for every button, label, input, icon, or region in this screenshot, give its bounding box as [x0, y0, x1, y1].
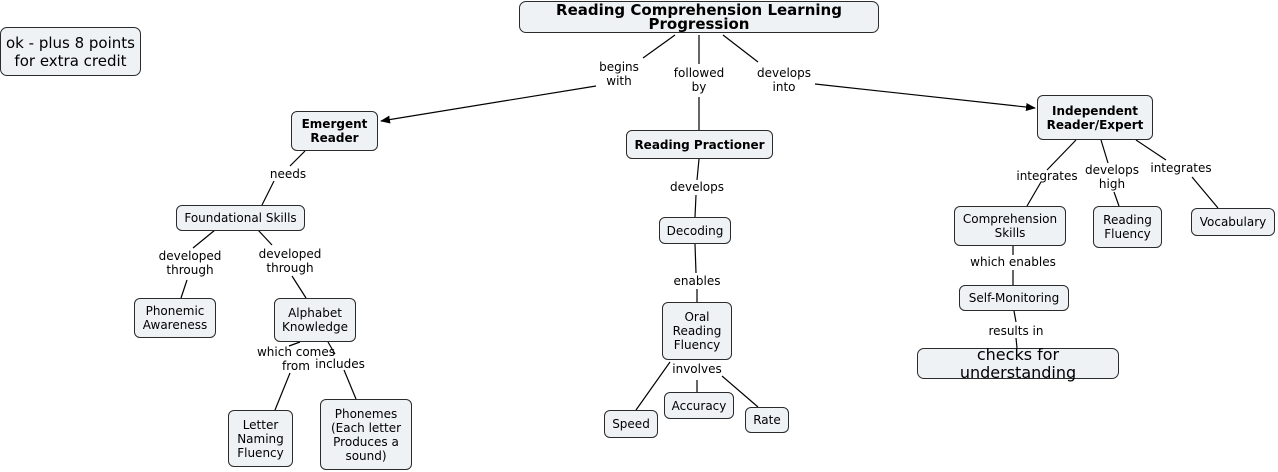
link-develops-high: develops high — [1084, 163, 1140, 191]
node-comprehension-skills[interactable]: Comprehension Skills — [954, 206, 1066, 246]
link-develops: develops — [669, 180, 725, 194]
edge-emergent-needs — [289, 150, 306, 167]
edge-title-develops — [722, 34, 759, 63]
node-reading-practioner[interactable]: Reading Practioner — [626, 130, 773, 159]
edge-practioner-develops — [696, 158, 700, 181]
edge-develops-decoding — [694, 194, 697, 218]
edge-integrates1-comp — [1026, 181, 1042, 207]
link-enables: enables — [673, 274, 721, 288]
edge-independent-integrates2 — [1135, 139, 1167, 161]
link-which-enables: which enables — [970, 255, 1056, 269]
edge-alphabet-includes — [327, 341, 336, 355]
edge-alphabet-comes — [288, 341, 301, 347]
edge-begins-emergent — [380, 85, 597, 124]
node-title[interactable]: Reading Comprehension Learning Progressi… — [519, 1, 879, 33]
link-involves: involves — [672, 362, 722, 376]
node-phonemic-awareness[interactable]: Phonemic Awareness — [134, 298, 216, 338]
node-emergent-reader[interactable]: Emergent Reader — [291, 111, 378, 151]
node-alphabet-knowledge[interactable]: Alphabet Knowledge — [274, 298, 356, 342]
node-vocabulary[interactable]: Vocabulary — [1191, 208, 1275, 236]
grade-note: ok - plus 8 points for extra credit — [0, 27, 141, 76]
edge-decoding-enables — [694, 243, 697, 274]
edge-includes-phonemes — [343, 369, 357, 400]
node-letter-naming-fluency[interactable]: Letter Naming Fluency — [228, 410, 293, 467]
link-develops-into: develops into — [756, 66, 812, 94]
node-foundational-skills[interactable]: Foundational Skills — [176, 205, 305, 231]
link-includes: includes — [315, 357, 365, 371]
edge-dev2-alphabet — [291, 275, 307, 299]
edge-results-checks — [1015, 337, 1018, 349]
edge-independent-integrates1 — [1046, 139, 1077, 171]
node-rate[interactable]: Rate — [745, 407, 789, 433]
edge-develops-high-reading — [1113, 191, 1120, 207]
link-integrates-2: integrates — [1150, 161, 1212, 175]
node-accuracy[interactable]: Accuracy — [664, 392, 734, 419]
link-developed-through-1: developed through — [158, 249, 222, 277]
node-decoding[interactable]: Decoding — [659, 217, 731, 244]
node-reading-fluency[interactable]: Reading Fluency — [1093, 206, 1162, 248]
edge-comes-letter — [274, 372, 291, 411]
edge-integrates2-vocab — [1191, 176, 1219, 209]
edge-dev1-phonemic — [180, 279, 188, 299]
edge-oral-rate — [721, 375, 759, 408]
edge-oral-speed — [635, 361, 671, 411]
link-begins-with: begins with — [599, 60, 639, 88]
node-speed[interactable]: Speed — [604, 410, 658, 438]
link-which-comes-from: which comes from — [256, 345, 336, 373]
edge-self-results — [1013, 310, 1017, 323]
node-self-monitoring[interactable]: Self-Monitoring — [959, 285, 1069, 311]
edge-foundational-dev2 — [257, 229, 273, 246]
node-checks-for-understanding[interactable]: checks for understanding — [917, 345, 1119, 381]
edge-independent-develops-high — [1100, 139, 1109, 164]
node-independent-reader[interactable]: Independent Reader/Expert — [1037, 95, 1153, 140]
edge-foundational-dev1 — [192, 229, 216, 249]
node-phonemes[interactable]: Phonemes (Each letter Produces a sound) — [320, 399, 412, 470]
link-results-in: results in — [988, 324, 1044, 338]
edge-title-begins — [642, 34, 676, 59]
link-developed-through-2: developed through — [258, 247, 322, 275]
link-integrates-1: integrates — [1016, 169, 1078, 183]
link-needs: needs — [269, 167, 307, 181]
edge-develops-independent — [814, 83, 1036, 112]
node-oral-reading-fluency[interactable]: Oral Reading Fluency — [662, 302, 732, 360]
edge-needs-foundational — [261, 180, 275, 206]
link-followed-by: followed by — [673, 66, 725, 94]
